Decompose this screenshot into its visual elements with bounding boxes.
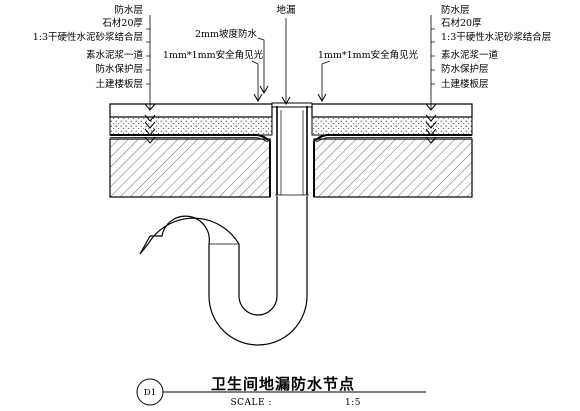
slope-waterproof-leader bbox=[257, 37, 265, 92]
left-label-mortar: 1:3干硬性水泥砂浆结合层 bbox=[33, 31, 143, 43]
p-trap-pipe bbox=[139, 196, 308, 346]
chamfer-right-arrow bbox=[317, 93, 327, 103]
left-label-protection: 防水保护层 bbox=[95, 63, 143, 75]
left-stone-layer bbox=[109, 103, 273, 118]
right-label-stone: 石材20厚 bbox=[441, 17, 482, 29]
center-annotation-group: 地漏 2mm坡度防水 1mm*1mm安全角见光 1mm*1mm安全角见光 bbox=[163, 4, 419, 106]
p-trap-outer bbox=[150, 196, 308, 346]
slope-waterproof-label: 2mm坡度防水 bbox=[195, 28, 258, 40]
drawing-title: 卫生间地漏防水节点 bbox=[211, 375, 355, 393]
slope-waterproof-arrow bbox=[259, 85, 269, 95]
left-waterproof-membrane bbox=[110, 134, 271, 197]
right-stone-layer bbox=[311, 103, 473, 118]
chamfer-left-arrow bbox=[253, 93, 263, 103]
right-label-cement-slurry: 素水泥浆一道 bbox=[441, 49, 499, 61]
chamfer-right-leader bbox=[321, 60, 331, 100]
chamfer-left-label: 1mm*1mm安全角见光 bbox=[163, 49, 264, 61]
right-floor-section bbox=[311, 103, 473, 198]
left-layer-arrows bbox=[144, 103, 156, 144]
scale-label: SCALE : bbox=[231, 398, 273, 408]
title-block: D1 卫生间地漏防水节点 SCALE : 1:5 bbox=[136, 375, 426, 408]
right-layer-arrows bbox=[425, 103, 437, 144]
right-leader-ticks bbox=[431, 28, 435, 85]
p-trap-end-cut bbox=[139, 235, 151, 255]
chamfer-left-leader bbox=[251, 60, 259, 100]
left-annotation-group: 防水层 石材20厚 1:3干硬性水泥砂浆结合层 素水泥浆一道 防水保护层 土建楼… bbox=[33, 4, 156, 144]
right-waterproof-membrane bbox=[313, 134, 472, 197]
right-label-protection: 防水保护层 bbox=[441, 63, 489, 75]
right-label-waterproof: 防水层 bbox=[441, 4, 470, 16]
scale-value: 1:5 bbox=[345, 398, 361, 408]
left-label-cement-slurry: 素水泥浆一道 bbox=[86, 49, 144, 61]
left-slab-layer bbox=[109, 138, 271, 198]
left-mortar-layer bbox=[109, 116, 273, 136]
left-label-stone: 石材20厚 bbox=[102, 17, 143, 29]
floor-drain-label: 地漏 bbox=[276, 4, 295, 16]
right-slab-layer bbox=[313, 138, 473, 198]
drain-grate bbox=[271, 102, 313, 108]
left-protection-line bbox=[110, 137, 269, 143]
right-protection-line bbox=[315, 137, 472, 143]
right-label-slab: 土建楼板层 bbox=[441, 78, 489, 90]
chamfer-right-label: 1mm*1mm安全角见光 bbox=[318, 49, 419, 61]
left-label-waterproof: 防水层 bbox=[114, 4, 143, 16]
left-label-slab: 土建楼板层 bbox=[95, 78, 143, 90]
right-label-mortar: 1:3干硬性水泥砂浆结合层 bbox=[441, 31, 551, 43]
left-floor-section bbox=[109, 103, 273, 198]
right-annotation-group: 防水层 石材20厚 1:3干硬性水泥砂浆结合层 素水泥浆一道 防水保护层 土建楼… bbox=[425, 4, 551, 144]
left-leader-ticks bbox=[146, 28, 150, 85]
floor-drain-body bbox=[271, 102, 313, 196]
detail-badge-label: D1 bbox=[144, 388, 156, 398]
floor-drain-arrow bbox=[281, 96, 291, 106]
right-mortar-layer bbox=[311, 116, 473, 136]
